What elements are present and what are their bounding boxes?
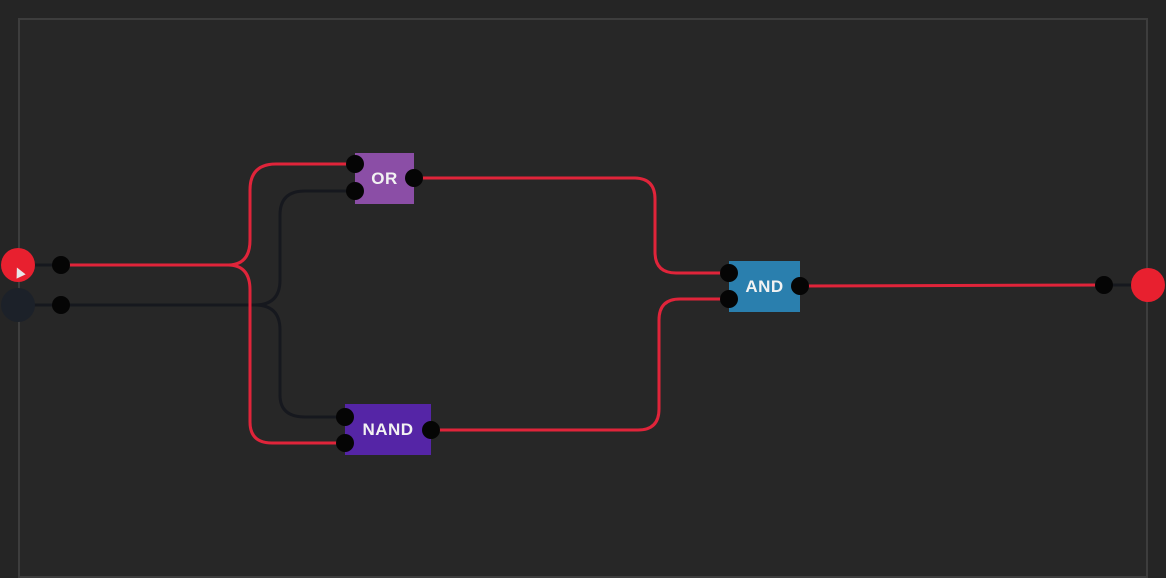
or-gate-input-pin-2[interactable] [346, 182, 364, 200]
and-gate-input-pin-1[interactable] [720, 264, 738, 282]
and-gate-input-pin-2[interactable] [720, 290, 738, 308]
nand-gate-label: NAND [362, 419, 414, 439]
wire-b-to-nand[interactable] [254, 303, 345, 419]
and-gate-label: AND [745, 276, 784, 296]
input-b-pin[interactable] [52, 296, 70, 314]
circuit-editor: OR NAND AND [1, 18, 1165, 578]
wire-or-to-and[interactable] [414, 176, 729, 275]
output-indicator [1131, 268, 1165, 302]
circuit-workspace[interactable] [18, 18, 1148, 578]
output-pin[interactable] [1095, 276, 1113, 294]
wire-and-to-output[interactable] [799, 283, 1105, 288]
and-gate-output-pin[interactable] [791, 277, 809, 295]
wire-a-to-nand[interactable] [227, 263, 345, 445]
nand-gate-input-pin-2[interactable] [336, 434, 354, 452]
nand-gate[interactable]: NAND [345, 404, 431, 455]
or-gate[interactable]: OR [355, 153, 414, 204]
wire-b-to-or[interactable] [61, 189, 355, 307]
nand-gate-output-pin[interactable] [422, 421, 440, 439]
or-gate-label: OR [371, 168, 398, 188]
wire-a-to-or[interactable] [61, 162, 355, 267]
or-gate-input-pin-1[interactable] [346, 155, 364, 173]
and-gate[interactable]: AND [729, 261, 800, 312]
input-a-pin[interactable] [52, 256, 70, 274]
or-gate-output-pin[interactable] [405, 169, 423, 187]
nand-gate-input-pin-1[interactable] [336, 408, 354, 426]
input-a-toggle[interactable] [1, 248, 35, 282]
wire-nand-to-and[interactable] [431, 297, 729, 432]
input-b-toggle[interactable] [1, 288, 35, 322]
wire-layer [18, 162, 1148, 445]
